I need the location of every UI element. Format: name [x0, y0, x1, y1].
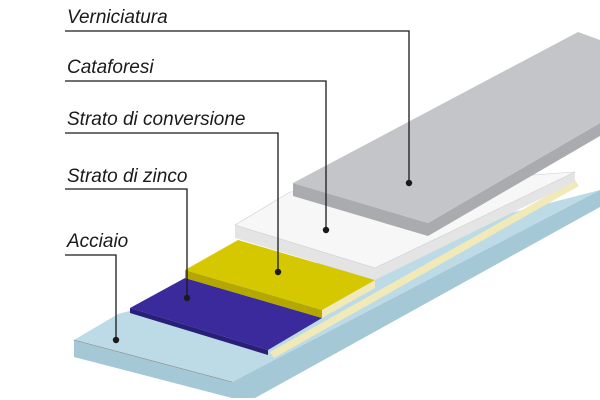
label-acciaio: Acciaio — [66, 231, 128, 252]
cataforesi-front-face — [235, 225, 375, 280]
dot-strato-zinco — [183, 294, 191, 302]
acciaio-edge — [73, 339, 233, 383]
leader-strato-zinco — [65, 188, 188, 298]
verniciatura-top-face — [293, 32, 600, 223]
verniciatura-front-face — [293, 183, 428, 236]
leader-cataforesi — [65, 80, 327, 230]
cataforesi-right-side — [375, 172, 575, 280]
conversione-top-face — [185, 240, 375, 310]
zinco-front-face — [130, 308, 268, 355]
layer-zinco — [130, 278, 322, 355]
label-verniciatura: Verniciatura — [67, 7, 168, 28]
label-strato-conversione: Strato di conversione — [67, 109, 246, 130]
accent-strip — [270, 180, 579, 358]
dot-verniciatura — [405, 179, 413, 187]
leader-acciaio — [65, 254, 117, 340]
acciaio-front-face — [74, 340, 232, 398]
leader-verniciatura — [65, 30, 410, 183]
label-strato-zinco: Strato di zinco — [67, 166, 187, 187]
zinco-top-face — [130, 278, 322, 350]
dot-acciaio — [112, 336, 120, 344]
conversione-front-face — [185, 270, 322, 318]
leader-strato-conversione — [65, 132, 279, 272]
dot-strato-conversione — [274, 268, 282, 276]
dot-cataforesi — [322, 226, 330, 234]
conversione-right-side — [322, 280, 375, 318]
layer-verniciatura — [293, 32, 600, 236]
acciaio-right-side — [232, 190, 600, 398]
layer-conversione — [185, 240, 375, 318]
verniciatura-right-side — [428, 123, 600, 236]
label-cataforesi: Cataforesi — [67, 57, 154, 78]
